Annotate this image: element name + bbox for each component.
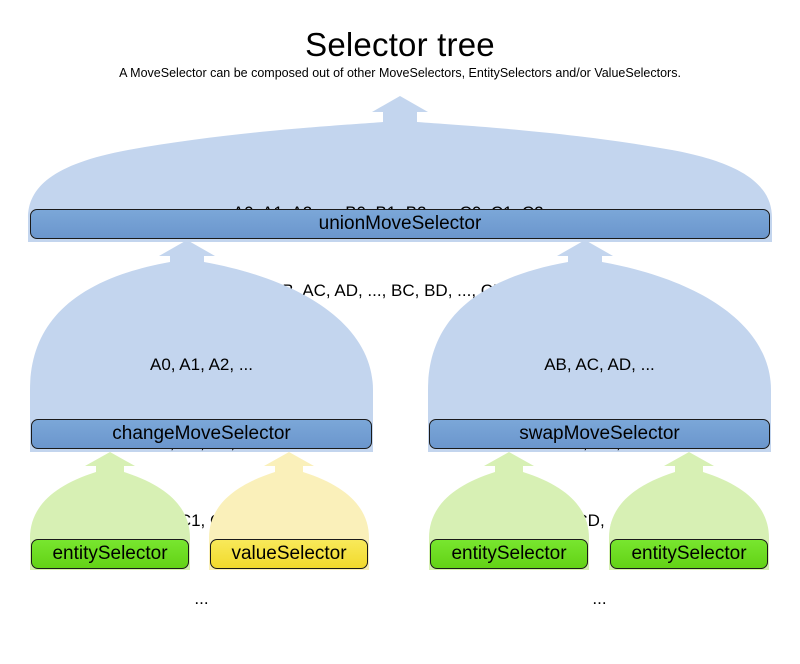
- entity-selector-1-bar[interactable]: [31, 539, 189, 569]
- change-line-3: ...: [194, 589, 209, 608]
- change-bubble-shape: [30, 240, 373, 452]
- change-move-selector-bar[interactable]: [31, 419, 372, 449]
- selector-tree-diagram: Selector tree A MoveSelector can be comp…: [28, 26, 772, 608]
- page-subtitle: A MoveSelector can be composed out of ot…: [119, 66, 681, 80]
- page-title: Selector tree: [305, 26, 495, 63]
- swap-move-selector-bar[interactable]: [429, 419, 770, 449]
- union-move-selector-bar[interactable]: [30, 209, 770, 239]
- union-bubble-shape: [28, 96, 772, 242]
- value-selector-1-bar[interactable]: [210, 539, 368, 569]
- swap-line-3: ...: [592, 589, 607, 608]
- entity-selector-2-bar[interactable]: [430, 539, 588, 569]
- swap-bubble-shape: [428, 240, 771, 452]
- entity-selector-3-bar[interactable]: [610, 539, 768, 569]
